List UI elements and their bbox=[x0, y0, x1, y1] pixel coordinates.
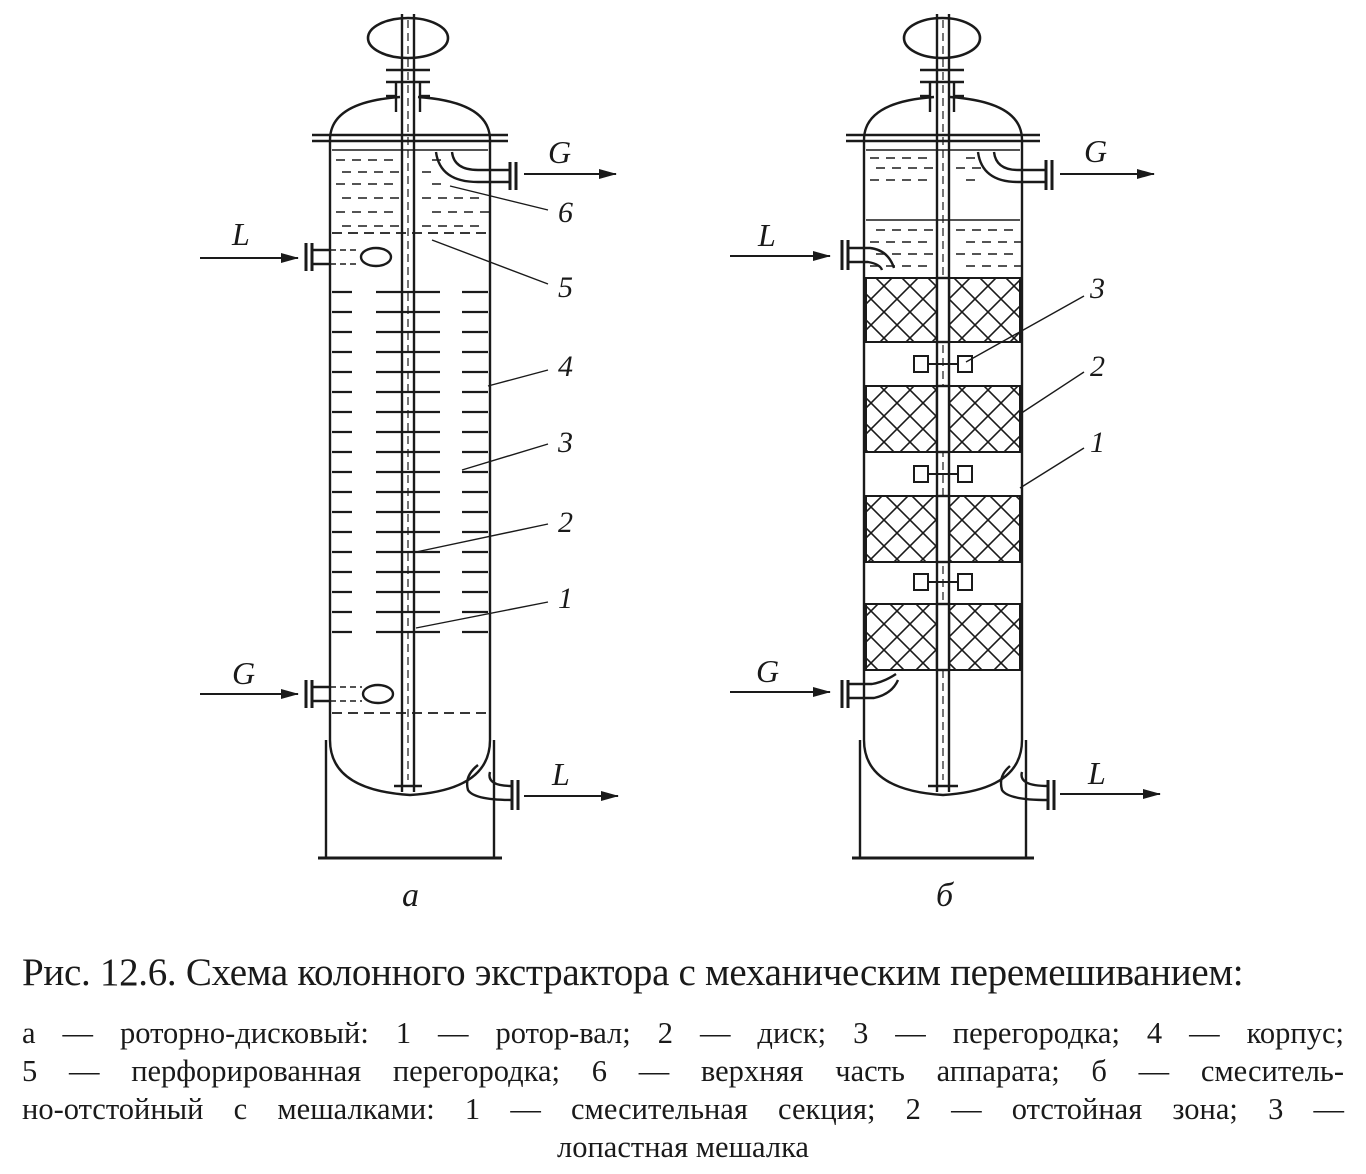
caption-body: а — роторно-дисковый: 1 — ротор-вал; 2 —… bbox=[22, 1014, 1344, 1166]
rotor-shaft bbox=[394, 14, 422, 792]
caption-line: лопастная мешалка bbox=[557, 1130, 809, 1164]
stream-l-out-b: L bbox=[1087, 755, 1106, 791]
inlet-g-nozzle-b bbox=[840, 673, 900, 708]
stream-labels-a: G L G L bbox=[231, 134, 571, 792]
paddle-mixer bbox=[913, 573, 973, 591]
callout-a-4: 4 bbox=[558, 350, 573, 383]
stream-g-in-a: G bbox=[232, 655, 255, 691]
callout-a-3: 3 bbox=[557, 426, 573, 459]
stream-l-out-a: L bbox=[551, 756, 570, 792]
outlet-l-pipe-a bbox=[465, 764, 513, 802]
caption-line: но-отстойный с мешалками: 1 — смесительн… bbox=[22, 1092, 1344, 1126]
stream-g-out-b: G bbox=[1084, 133, 1107, 169]
liquid-dashes-b bbox=[870, 157, 1023, 267]
bottom-head bbox=[328, 739, 492, 797]
callouts-b-labels: 3 2 1 bbox=[1089, 272, 1105, 459]
top-head bbox=[862, 95, 1024, 141]
outlet-l-pipe-b bbox=[999, 765, 1049, 802]
outlet-g-pipe-a bbox=[434, 151, 510, 184]
callout-b-3: 3 bbox=[1089, 272, 1105, 305]
top-head bbox=[328, 95, 492, 141]
inlet-l-nozzle-b bbox=[840, 240, 896, 271]
liquid-dashes-a bbox=[336, 159, 489, 227]
stream-l-in-a: L bbox=[231, 216, 250, 252]
caption-line: а — роторно-дисковый: 1 — ротор-вал; 2 —… bbox=[22, 1016, 1344, 1050]
bottom-head bbox=[862, 739, 1024, 797]
callouts-a-labels: 6 5 4 3 2 1 bbox=[557, 196, 573, 615]
callout-a-2: 2 bbox=[558, 506, 573, 539]
stream-labels-b: G L G L bbox=[756, 133, 1107, 791]
caption-title: Рис. 12.6. Схема колонного экстрактора с… bbox=[22, 951, 1244, 994]
callouts-a-leaders bbox=[415, 185, 549, 629]
extractor-figure: 6 5 4 3 2 1 G L G L а bbox=[200, 14, 1161, 914]
inlet-l-nozzle-a bbox=[304, 243, 393, 271]
callout-b-2: 2 bbox=[1090, 350, 1105, 383]
stream-l-in-b: L bbox=[757, 217, 776, 253]
figure-label-b: б bbox=[936, 877, 955, 914]
top-nozzle bbox=[920, 68, 964, 112]
rotor-discs bbox=[376, 290, 440, 634]
rotation-arrow-icon bbox=[902, 16, 982, 60]
stator-baffles bbox=[332, 290, 488, 634]
figure-label-a: а bbox=[402, 877, 419, 914]
callout-a-1: 1 bbox=[558, 582, 573, 615]
rotation-arrow-icon bbox=[366, 16, 450, 60]
callout-b-1: 1 bbox=[1090, 426, 1105, 459]
callout-a-6: 6 bbox=[558, 196, 573, 229]
caption-line: 5 — перфорированная перегородка; 6 — вер… bbox=[22, 1054, 1344, 1088]
paddle-mixer bbox=[913, 355, 973, 373]
stream-g-in-b: G bbox=[756, 653, 779, 689]
inlet-g-nozzle-a bbox=[304, 680, 395, 708]
paddle-mixers bbox=[913, 355, 973, 591]
callouts-b-leaders bbox=[965, 295, 1085, 489]
stream-g-out-a: G bbox=[548, 134, 571, 170]
outlet-g-pipe-b bbox=[976, 151, 1046, 184]
callout-a-5: 5 bbox=[558, 271, 573, 304]
paddle-mixer bbox=[913, 465, 973, 483]
stream-arrows-b bbox=[730, 169, 1161, 799]
stream-arrows-a bbox=[200, 169, 619, 801]
column-a bbox=[304, 14, 520, 860]
